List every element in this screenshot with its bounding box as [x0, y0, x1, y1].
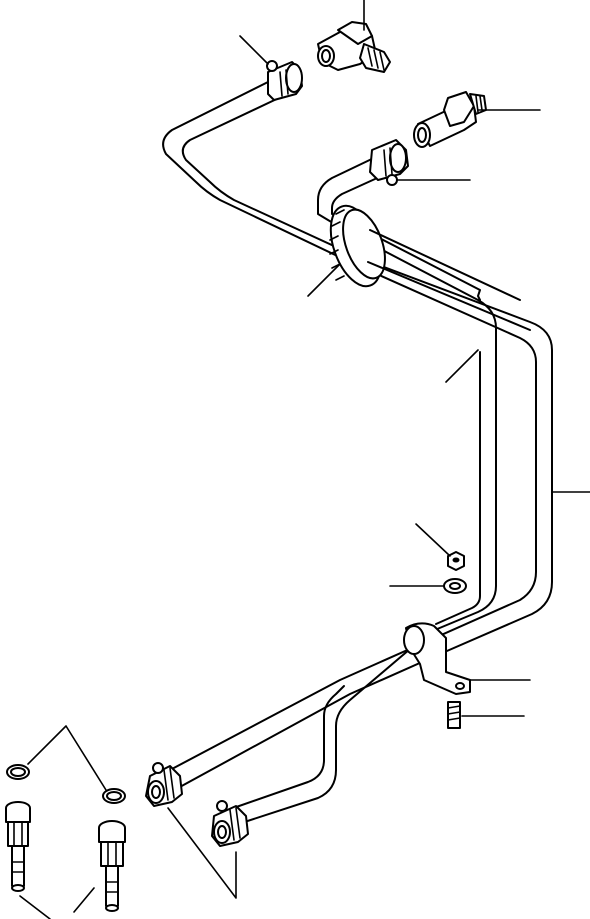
o-rings — [6, 764, 126, 804]
leader-lines — [19, 0, 590, 919]
nut — [447, 551, 465, 571]
hose-clamp-upper-right — [369, 139, 409, 186]
outer-hose — [162, 77, 553, 789]
grommet — [329, 204, 531, 331]
elbow-fitting — [317, 21, 391, 73]
bolt — [447, 701, 461, 729]
hose-clamp-upper-left — [266, 60, 303, 101]
straight-fitting — [413, 91, 487, 148]
bracket-clamp — [403, 622, 471, 695]
hose-clamps-lower — [145, 762, 249, 847]
washer — [443, 578, 467, 594]
hose-nipples — [5, 801, 126, 912]
inner-hose — [221, 155, 497, 829]
